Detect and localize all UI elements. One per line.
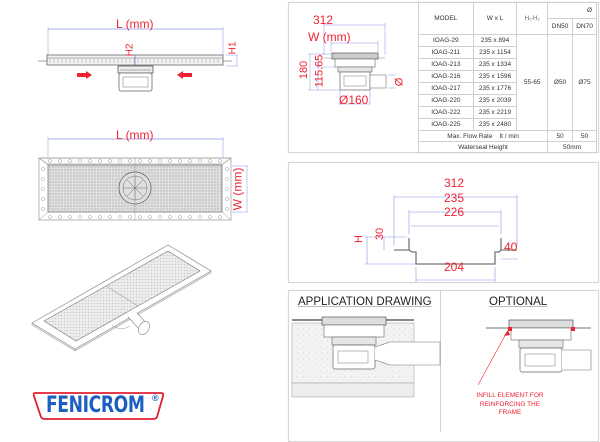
dn50-value: Ø50 <box>547 34 574 131</box>
profile-lines <box>365 195 518 282</box>
outlet-diameter: Ø160 <box>339 93 369 107</box>
flow-rate-label: Max. Flow Rate <box>447 132 493 140</box>
size-cell: 235 x 1154 <box>472 46 518 59</box>
header-h1h2: H₁-H₂ <box>516 2 549 35</box>
flow-rate-dn50: 50 <box>547 130 574 142</box>
optional-lines <box>477 319 592 386</box>
header-wxl: W x L <box>472 2 518 35</box>
profile-flange-height: 30 <box>374 227 387 241</box>
side-length-label: L (mm) <box>116 17 154 31</box>
side-view-lines <box>38 27 238 92</box>
model-cell: IOAG-220 <box>418 94 474 107</box>
panel-divider <box>440 290 441 432</box>
section-height-inner: 115.65 <box>313 54 326 88</box>
header-dn70: DN70 <box>572 18 597 35</box>
infill-note: INFILL ELEMENT FOR REINFORCING THE FRAME <box>455 392 565 418</box>
infill-note-line-3: FRAME <box>498 409 522 416</box>
h1-label: H1 <box>227 41 239 55</box>
header-dn50: DN50 <box>547 18 574 35</box>
table-row: IOAG-29 235 x 894 55-65 Ø50 Ø75 <box>418 34 597 131</box>
profile-panel <box>288 162 599 283</box>
infill-note-line-1: INFILL ELEMENT FOR <box>476 392 544 399</box>
model-cell: IOAG-29 <box>418 34 474 47</box>
model-cell: IOAG-211 <box>418 46 474 59</box>
top-view-lines <box>38 137 248 221</box>
profile-bottom-dim: 204 <box>444 260 465 274</box>
section-height-total: 180 <box>298 60 311 80</box>
flow-rate-unit: lt / min <box>499 132 519 140</box>
fenicrom-logo: FENICROM ® <box>32 391 165 421</box>
profile-outer-dim: 312 <box>444 176 465 190</box>
header-diameter: Ø <box>547 2 597 19</box>
section-outer-width: 312 <box>313 13 334 27</box>
model-cell: IOAG-216 <box>418 70 474 83</box>
brand-name: FENICROM <box>45 393 145 418</box>
size-cell: 235 x 894 <box>472 34 518 47</box>
pipe-diameter-label: Ø <box>393 77 406 87</box>
h1h2-value: 55-65 <box>516 34 549 131</box>
flow-rate-dn70: 50 <box>572 130 597 142</box>
width-label: W (mm) <box>230 167 245 211</box>
model-cell: IOAG-217 <box>418 82 474 95</box>
waterseal-label: Waterseal Height <box>417 141 549 153</box>
spec-table: MODEL W x L H₁-H₂ Ø DN50 DN70 IOAG-29 23… <box>417 2 597 153</box>
isometric-lines <box>31 244 212 352</box>
section-lines <box>308 23 396 105</box>
waterseal-value: 50mm <box>547 141 597 153</box>
infill-note-line-2: REINFORCING THE <box>479 400 541 408</box>
size-cell: 235 x 1596 <box>472 70 518 83</box>
size-cell: 235 x 2480 <box>472 118 518 131</box>
top-length-label: L (mm) <box>116 128 154 142</box>
size-cell: 235 x 2219 <box>472 106 518 119</box>
header-model: MODEL <box>418 2 474 35</box>
profile-flange-width: 40 <box>504 240 518 254</box>
model-cell: IOAG-222 <box>418 106 474 119</box>
size-cell: 235 x 2039 <box>472 94 518 107</box>
size-cell: 235 x 1334 <box>472 58 518 71</box>
h2-label: H2 <box>124 43 136 57</box>
waterseal-row: Waterseal Height 50mm <box>417 141 597 153</box>
size-cell: 235 x 1776 <box>472 82 518 95</box>
application-drawing-title: APPLICATION DRAWING <box>298 296 432 308</box>
registered-mark: ® <box>152 393 159 403</box>
optional-title: OPTIONAL <box>489 296 548 308</box>
model-cell: IOAG-225 <box>418 118 474 131</box>
flow-rate-label-cell: Max. Flow Rate lt / min <box>417 130 549 142</box>
dn70-value: Ø75 <box>572 34 597 131</box>
profile-inner-dim: 226 <box>444 205 465 219</box>
flow-rate-row: Max. Flow Rate lt / min 50 50 <box>417 130 597 142</box>
application-lines <box>291 316 441 398</box>
profile-h-label: H <box>352 235 365 243</box>
model-cell: IOAG-213 <box>418 58 474 71</box>
section-width-label: W (mm) <box>308 30 351 44</box>
profile-mid-dim: 235 <box>444 191 465 205</box>
